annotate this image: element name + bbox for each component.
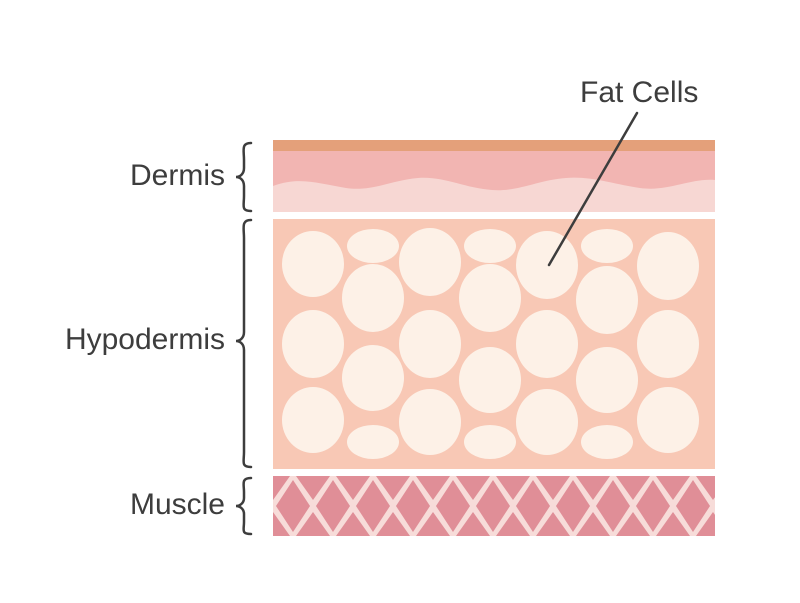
muscle-fiber <box>236 480 270 532</box>
fat-cell-group <box>282 228 699 459</box>
fat-cell <box>459 264 521 332</box>
fat-cell <box>516 389 578 455</box>
muscle-fiber <box>416 476 450 500</box>
muscle-fiber <box>696 512 715 536</box>
fat-cell <box>637 310 699 378</box>
dermis-upper-wave <box>273 151 715 191</box>
muscle-fiber <box>496 512 530 536</box>
fat-cell <box>282 310 344 378</box>
muscle-fiber <box>556 480 590 532</box>
fat-cell <box>282 231 344 297</box>
muscle-fiber <box>596 480 630 532</box>
muscle-fiber <box>376 512 410 536</box>
fat-cell <box>399 389 461 455</box>
muscle-fiber <box>316 480 350 532</box>
muscle-fiber <box>616 512 650 536</box>
muscle-fiber <box>396 480 430 532</box>
hypodermis-layer <box>273 219 715 469</box>
muscle-fiber <box>676 480 710 532</box>
fat-cell <box>399 228 461 296</box>
muscle-fiber <box>296 476 330 500</box>
muscle-fiber <box>636 480 670 532</box>
fat-cell <box>637 387 699 453</box>
fat-cell <box>516 231 578 299</box>
muscle-fiber <box>656 512 690 536</box>
muscle-fiber <box>436 480 470 532</box>
muscle-fiber <box>476 480 510 532</box>
fat-cell <box>347 229 399 263</box>
fat-cell <box>576 347 638 413</box>
dermis-label: Dermis <box>130 159 225 192</box>
muscle-fiber <box>616 476 650 500</box>
muscle-label: Muscle <box>130 488 225 521</box>
epidermis-band <box>273 140 715 151</box>
muscle-fiber <box>296 512 330 536</box>
fat-cell <box>637 232 699 300</box>
fat-cells-pointer-line <box>547 111 639 267</box>
fat-cell <box>581 425 633 459</box>
muscle-bracket <box>235 476 253 536</box>
fat-cell <box>516 310 578 378</box>
muscle-fiber <box>336 512 370 536</box>
fat-cell <box>347 425 399 459</box>
muscle-fiber <box>516 480 550 532</box>
muscle-fiber <box>416 512 450 536</box>
muscle-fiber-group <box>236 476 750 536</box>
fat-cell <box>282 387 344 453</box>
fat-cell <box>581 229 633 263</box>
dermis-bracket <box>235 141 253 213</box>
muscle-fiber <box>376 476 410 500</box>
fat-cell <box>459 347 521 413</box>
muscle-fiber <box>456 512 490 536</box>
muscle-fiber <box>276 480 310 532</box>
muscle-fiber <box>536 476 570 500</box>
muscle-layer <box>236 476 750 536</box>
muscle-fiber <box>716 480 750 532</box>
muscle-fiber <box>356 480 390 532</box>
muscle-fiber <box>273 476 290 500</box>
fat-cells-label: Fat Cells <box>580 76 698 109</box>
muscle-fiber <box>336 476 370 500</box>
muscle-fiber <box>696 476 715 500</box>
muscle-fiber <box>456 476 490 500</box>
muscle-fiber <box>536 512 570 536</box>
fat-cell <box>342 264 404 332</box>
muscle-fiber <box>656 476 690 500</box>
fat-cell <box>342 345 404 411</box>
muscle-fiber <box>576 476 610 500</box>
muscle-fiber <box>496 476 530 500</box>
muscle-fiber <box>273 512 290 536</box>
muscle-fiber <box>576 512 610 536</box>
dermis-layer <box>273 140 715 212</box>
hypodermis-bracket <box>235 218 253 469</box>
fat-cell <box>464 229 516 263</box>
fat-cell <box>576 266 638 334</box>
fat-cell <box>399 310 461 378</box>
fat-cell <box>464 425 516 459</box>
hypodermis-label: Hypodermis <box>65 323 225 356</box>
